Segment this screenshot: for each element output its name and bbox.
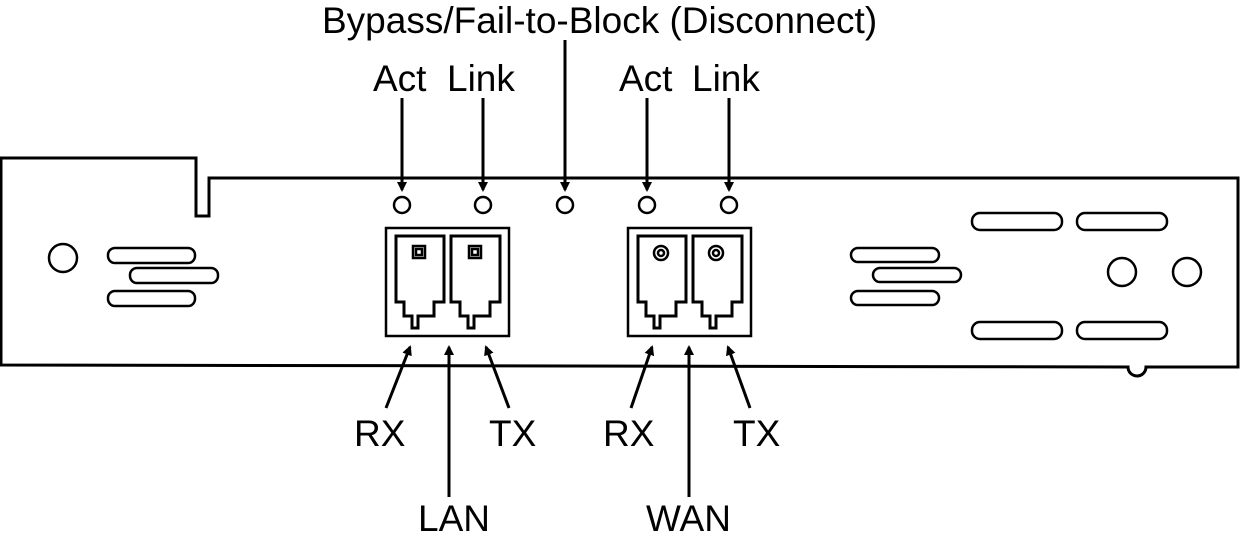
lan-act-led — [392, 195, 412, 215]
right-vent-slot-5 — [1075, 211, 1169, 232]
lan-rx-label: RX — [354, 413, 405, 454]
wan-tx-leader — [726, 345, 752, 409]
right-vent-slot-3 — [849, 289, 941, 307]
lan-tx-label: TX — [489, 413, 536, 454]
right-vent-slot-1 — [849, 246, 941, 264]
lan-link-led — [473, 195, 493, 215]
right-mounting-hole-2 — [1171, 256, 1203, 288]
wan-link-led — [719, 195, 739, 215]
right-vent-slot-2 — [871, 266, 963, 284]
right-vent-slot-6 — [970, 320, 1064, 341]
right-vent-slot-4 — [970, 211, 1064, 232]
lan-rx-leader — [384, 345, 412, 409]
left-vent-slot-2 — [128, 266, 220, 285]
left-mounting-hole — [47, 242, 79, 274]
wan-act-led — [637, 195, 657, 215]
wan-port-connector[interactable] — [626, 226, 753, 338]
faceplate-outline — [0, 156, 1240, 378]
wan-tx-label: TX — [733, 413, 780, 454]
left-vent-slot-1 — [106, 246, 197, 265]
lan-tx-leader — [484, 345, 511, 409]
bypass-led — [555, 195, 575, 215]
lan-port-connector[interactable] — [384, 226, 511, 338]
wan-act-label: Act — [619, 58, 673, 99]
bypass-label: Bypass/Fail-to-Block (Disconnect) — [322, 0, 877, 41]
left-vent-slot-3 — [106, 289, 197, 308]
wan-label: WAN — [646, 498, 731, 539]
lan-link-label: Link — [447, 58, 515, 99]
right-mounting-hole-1 — [1106, 256, 1138, 288]
wan-rx-label: RX — [603, 413, 654, 454]
lan-act-label: Act — [373, 58, 427, 99]
wan-link-label: Link — [692, 58, 760, 99]
right-vent-slot-7 — [1075, 320, 1169, 341]
lan-label: LAN — [418, 498, 490, 539]
wan-rx-leader — [629, 345, 655, 409]
